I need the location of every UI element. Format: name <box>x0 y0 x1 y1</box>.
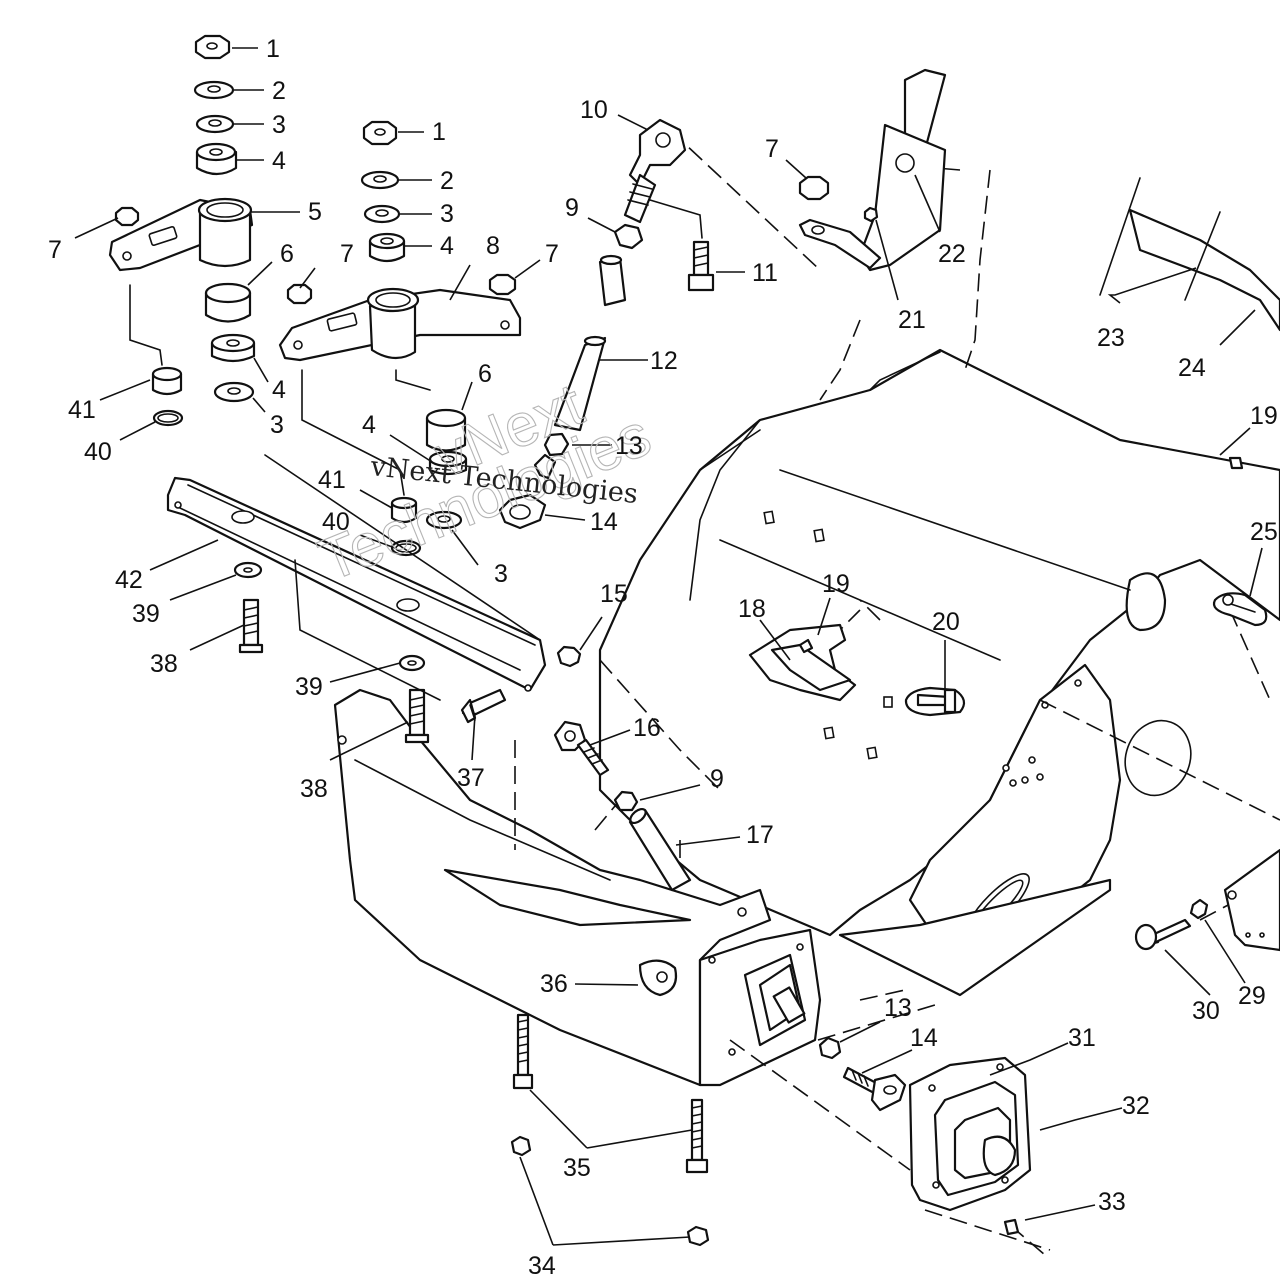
callout-36: 36 <box>540 970 568 998</box>
callout-24: 24 <box>1178 354 1206 382</box>
callout-40: 40 <box>322 508 350 536</box>
callout-32: 32 <box>1122 1092 1150 1120</box>
tie-rod-upper <box>498 118 715 530</box>
callout-20: 20 <box>932 608 960 636</box>
callout-19: 19 <box>1250 402 1278 430</box>
callout-31: 31 <box>1068 1024 1096 1052</box>
callout-41: 41 <box>68 396 96 424</box>
bolt-20 <box>904 686 966 717</box>
callout-19: 19 <box>822 570 850 598</box>
center-stack-assembly <box>278 120 522 557</box>
chassis-bulkhead <box>598 348 1280 937</box>
callout-3: 3 <box>440 200 454 228</box>
callout-41: 41 <box>318 466 346 494</box>
callout-7: 7 <box>340 240 354 268</box>
callout-7: 7 <box>765 135 779 163</box>
callout-30: 30 <box>1192 997 1220 1025</box>
callout-4: 4 <box>362 411 376 439</box>
callout-8: 8 <box>486 232 500 260</box>
callout-33: 33 <box>1098 1188 1126 1216</box>
callout-6: 6 <box>280 240 294 268</box>
callout-40: 40 <box>84 438 112 466</box>
callout-11: 11 <box>752 259 778 287</box>
lower-tie-rod <box>553 720 692 892</box>
callout-3: 3 <box>270 411 284 439</box>
engine-mount <box>908 1056 1032 1236</box>
callout-38: 38 <box>300 775 328 803</box>
callout-14: 14 <box>910 1024 938 1052</box>
callout-15: 15 <box>600 580 628 608</box>
callout-3: 3 <box>272 111 286 139</box>
callout-14: 14 <box>590 508 618 536</box>
phantom-lines <box>514 129 1280 1256</box>
callout-23: 23 <box>1097 324 1125 352</box>
callout-17: 17 <box>746 821 774 849</box>
callout-7: 7 <box>545 240 559 268</box>
callout-2: 2 <box>272 77 286 105</box>
callout-35: 35 <box>563 1154 591 1182</box>
bracket-18 <box>748 623 857 702</box>
callout-5: 5 <box>308 198 322 226</box>
callout-13: 13 <box>884 994 912 1022</box>
callout-16: 16 <box>633 714 661 742</box>
callout-labels: 1 2 3 4 5 7 6 41 40 4 3 1 2 3 4 7 8 7 6 … <box>48 35 1278 1280</box>
callout-12: 12 <box>650 347 678 375</box>
callout-13: 13 <box>615 432 643 460</box>
callout-38: 38 <box>150 650 178 678</box>
callout-34: 34 <box>528 1252 556 1280</box>
callout-4: 4 <box>440 232 454 260</box>
callout-3: 3 <box>494 560 508 588</box>
callout-7: 7 <box>48 236 62 264</box>
cross-bar <box>166 454 582 744</box>
callout-39: 39 <box>132 600 160 628</box>
bolt-25 <box>1212 592 1268 627</box>
bolt-19 <box>798 456 1244 654</box>
callout-4: 4 <box>272 147 286 175</box>
callout-39: 39 <box>295 673 323 701</box>
tie-rod-lower <box>818 1036 907 1112</box>
callout-42: 42 <box>115 566 143 594</box>
callout-2: 2 <box>440 167 454 195</box>
callout-1: 1 <box>432 118 446 146</box>
callout-29: 29 <box>1238 982 1266 1010</box>
handlebar <box>1099 177 1280 332</box>
callout-18: 18 <box>738 595 766 623</box>
callout-22: 22 <box>938 240 966 268</box>
steering-column <box>798 68 947 272</box>
bolt-30-nut-29 <box>1134 848 1280 952</box>
callout-4: 4 <box>272 376 286 404</box>
callout-1: 1 <box>266 35 280 63</box>
leader-lines <box>74 47 1263 1246</box>
nuts-34 <box>510 1135 710 1247</box>
left-stack-assembly <box>108 34 256 427</box>
callout-21: 21 <box>898 306 926 334</box>
watermark: vNext Technologies vNext Technologies <box>309 370 660 595</box>
side-plate-right <box>838 663 1122 997</box>
callout-6: 6 <box>478 360 492 388</box>
callout-9: 9 <box>565 194 579 222</box>
callout-10: 10 <box>580 96 608 124</box>
studs-35 <box>512 1013 709 1174</box>
grommet-36 <box>638 959 678 997</box>
callout-37: 37 <box>457 764 485 792</box>
callout-25: 25 <box>1250 518 1278 546</box>
callout-9: 9 <box>710 765 724 793</box>
